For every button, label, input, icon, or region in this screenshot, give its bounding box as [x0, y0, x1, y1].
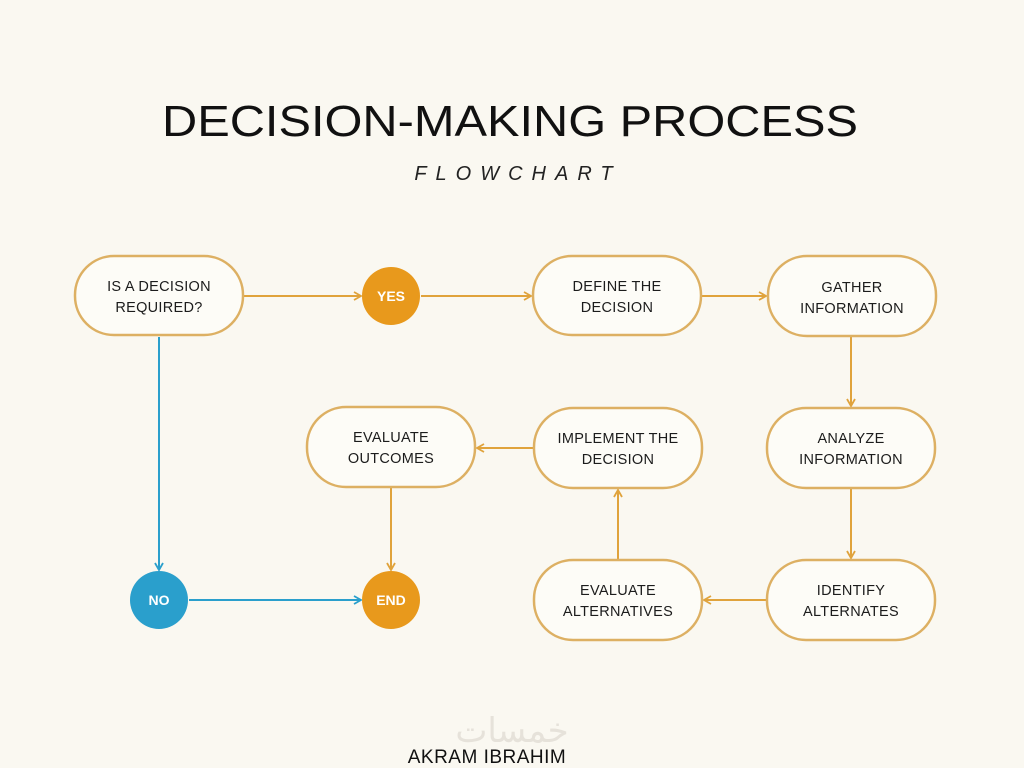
node-yes: YES	[362, 267, 420, 325]
node-label: ANALYZE	[817, 431, 884, 447]
node-label: REQUIRED?	[115, 300, 202, 316]
node-gather: GATHER INFORMATION	[766, 254, 938, 338]
node-label: ALTERNATIVES	[563, 604, 673, 620]
node-label: EVALUATE	[580, 583, 656, 599]
node-label: OUTCOMES	[348, 451, 434, 467]
node-label: DEFINE THE	[573, 279, 662, 295]
node-label: IMPLEMENT THE	[558, 431, 679, 447]
node-evaluate-alternatives: EVALUATE ALTERNATIVES	[532, 558, 704, 642]
node-label: DECISION	[581, 300, 654, 316]
node-label: GATHER	[821, 280, 882, 296]
node-label: INFORMATION	[800, 301, 904, 317]
node-implement: IMPLEMENT THE DECISION	[532, 406, 704, 490]
node-label: NO	[149, 592, 170, 608]
node-label: END	[376, 592, 406, 608]
page-title: DECISION-MAKING PROCESS	[162, 97, 858, 146]
node-label: ALTERNATES	[803, 604, 899, 620]
node-define: DEFINE THE DECISION	[531, 254, 703, 337]
node-analyze: ANALYZE INFORMATION	[765, 406, 937, 490]
watermark: خمسات	[455, 711, 568, 751]
node-label: YES	[377, 288, 405, 304]
page-subtitle: FLOWCHART	[414, 163, 621, 185]
node-end: END	[362, 571, 420, 629]
node-evaluate-outcomes: EVALUATE OUTCOMES	[305, 405, 477, 489]
author-name: AKRAM IBRAHIM	[408, 747, 567, 768]
node-label: INFORMATION	[799, 452, 903, 468]
node-identify: IDENTIFY ALTERNATES	[765, 558, 937, 642]
node-label: EVALUATE	[353, 430, 429, 446]
node-question: IS A DECISION REQUIRED?	[73, 254, 245, 337]
node-label: IDENTIFY	[817, 583, 885, 599]
node-label: IS A DECISION	[107, 279, 211, 295]
node-label: DECISION	[582, 452, 655, 468]
node-no: NO	[130, 571, 188, 629]
